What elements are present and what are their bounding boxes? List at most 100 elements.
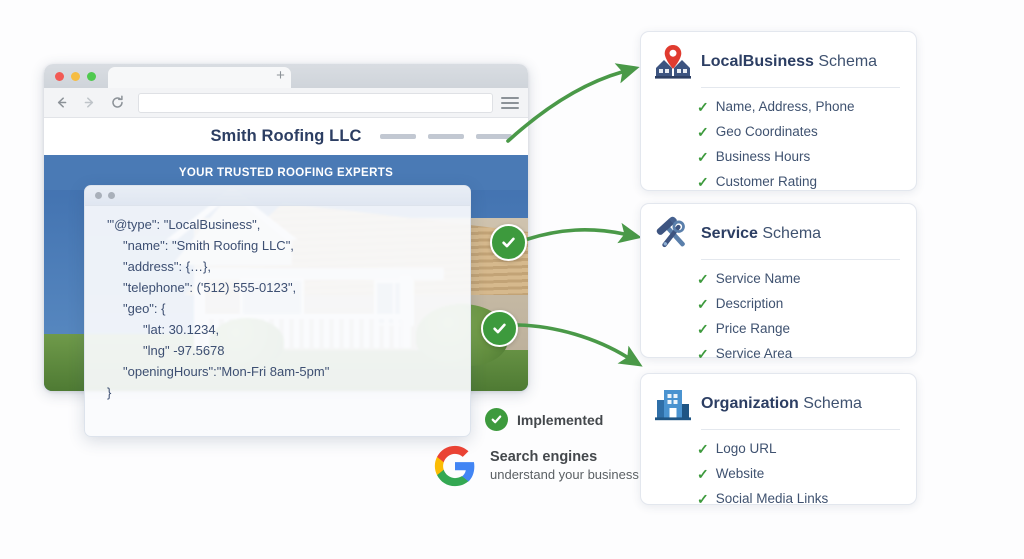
code-line: "lng" -97.5678 (143, 343, 225, 359)
check-icon: ✓ (697, 490, 709, 507)
site-header: Smith Roofing LLC (44, 118, 528, 155)
legend-google: Search engines understand your business (433, 444, 639, 488)
check-circle-icon (481, 310, 518, 347)
office-building-icon (653, 384, 693, 424)
check-circle-icon (485, 408, 508, 431)
hero-tagline: YOUR TRUSTED ROOFING EXPERTS (178, 166, 394, 179)
list-item-label: Logo URL (715, 441, 777, 456)
card-header: Service Schema (641, 204, 916, 254)
card-header: LocalBusiness Schema (641, 32, 916, 82)
card-title-rest: Schema (757, 225, 822, 242)
browser-tab[interactable] (108, 67, 291, 88)
list-item: ✓ Price Range (697, 316, 916, 341)
list-item-label: Geo Coordinates (715, 124, 818, 140)
legend-google-line1: Search engines (490, 449, 598, 466)
list-item: ✓ Business Hours (697, 144, 916, 169)
legend-implemented-label: Implemented (517, 411, 604, 428)
code-lines: '"@type": "LocalBusiness", "name": "Smit… (85, 206, 470, 403)
forward-arrow-icon[interactable] (78, 92, 100, 114)
code-window-dot[interactable] (108, 192, 115, 199)
card-title-bold: Service (701, 225, 758, 242)
list-item-label: Customer Rating (715, 174, 818, 190)
list-item: ✓ Geo Coordinates (697, 119, 916, 144)
card-title-bold: Organization (701, 395, 799, 412)
code-line: "telephone": ('512) 555-0123", (123, 280, 297, 296)
divider (701, 429, 900, 430)
maximize-window-button[interactable] (87, 72, 96, 81)
list-item: ✓ Customer Rating (697, 169, 916, 194)
card-title: LocalBusiness Schema (701, 53, 877, 71)
plus-icon[interactable]: + (276, 67, 285, 84)
schema-card-organization[interactable]: Organization Schema ✓Logo URL ✓Website ✓… (640, 373, 917, 506)
browser-nav-bar (44, 88, 528, 118)
card-title-bold: LocalBusiness (701, 53, 814, 70)
list-item: ✓Logo URL (697, 436, 916, 461)
back-arrow-icon[interactable] (50, 92, 72, 114)
check-icon: ✓ (697, 320, 709, 337)
list-item: ✓ Social Media Links (697, 486, 916, 511)
window-traffic-lights (55, 72, 96, 81)
card-title: Service Schema (701, 225, 821, 243)
site-nav-placeholders (380, 134, 512, 139)
check-icon: ✓ (697, 148, 709, 165)
legend-google-text: Search engines understand your business (490, 448, 639, 483)
list-item-label: Description (715, 296, 784, 312)
code-panel-title-bar (85, 186, 470, 206)
code-line: "address": {…}, (123, 259, 211, 275)
hamburger-menu-icon[interactable] (501, 96, 519, 109)
code-line: '"@type": "LocalBusiness", (107, 217, 261, 232)
check-icon: ✓ (697, 123, 709, 140)
list-item: ✓ Service Area (697, 341, 916, 366)
list-item: ✓ Service Name (697, 266, 916, 291)
list-item-label: Service Name (715, 271, 801, 286)
list-item-label: Price Range (715, 321, 791, 337)
url-input[interactable] (138, 92, 493, 113)
code-line: "geo": { (123, 301, 166, 317)
code-line: "name": "Smith Roofing LLC", (123, 238, 294, 254)
storefront-map-pin-icon (653, 42, 693, 82)
card-feature-list: ✓Service Name ✓Description ✓Price Range … (641, 266, 916, 366)
list-item: ✓ Description (697, 291, 916, 316)
list-item-label: Name, Address, Phone (715, 99, 855, 114)
minimize-window-button[interactable] (71, 72, 80, 81)
nav-placeholder[interactable] (428, 134, 464, 139)
reload-icon[interactable] (106, 92, 128, 114)
curved-arrow-icon (526, 222, 642, 244)
check-circle-icon (490, 224, 527, 261)
list-item-label: Website (715, 466, 765, 482)
card-title-rest: Schema (798, 395, 862, 412)
code-window-dot[interactable] (95, 192, 102, 199)
list-item-label: Business Hours (715, 149, 811, 165)
schema-card-localbusiness[interactable]: LocalBusiness Schema ✓ Name, Address, Pho… (640, 31, 917, 191)
hammer-wrench-icon (653, 214, 693, 254)
google-g-logo (433, 444, 477, 488)
code-line: "lat: 30.1234, (143, 322, 220, 338)
divider (701, 87, 900, 88)
curved-arrow-icon (516, 323, 643, 367)
check-icon: ✓ (697, 173, 709, 190)
legend-google-line2: understand your business (490, 466, 639, 482)
card-title: Organization Schema (701, 395, 862, 413)
check-icon: ✓ (697, 345, 709, 362)
schema-card-service[interactable]: Service Schema ✓ Service Name ✓ Descriptio… (640, 203, 917, 361)
card-feature-list: ✓Logo URL ✓Website ✓ Social Media Links (641, 436, 916, 511)
nav-placeholder[interactable] (380, 134, 416, 139)
code-line: } (107, 385, 112, 401)
check-icon: ✓ (697, 98, 709, 115)
site-title: Smith Roofing LLC (210, 127, 362, 145)
check-icon: ✓ (697, 295, 709, 312)
legend-implemented: Implemented (485, 408, 603, 431)
list-item: ✓Website (697, 461, 916, 486)
divider (701, 259, 900, 260)
nav-placeholder[interactable] (476, 134, 512, 139)
code-line: "openingHours":"Mon-Fri 8am-5pm" (123, 364, 330, 380)
close-window-button[interactable] (55, 72, 64, 81)
list-item-label: Service Area (715, 346, 793, 362)
card-header: Organization Schema (641, 374, 916, 424)
list-item: ✓ Name, Address, Phone (697, 94, 916, 119)
hero-tagline-band: YOUR TRUSTED ROOFING EXPERTS (44, 155, 528, 190)
browser-tab-bar: + (44, 64, 528, 88)
check-icon: ✓ (697, 270, 709, 287)
list-item-label: Social Media Links (715, 491, 829, 507)
